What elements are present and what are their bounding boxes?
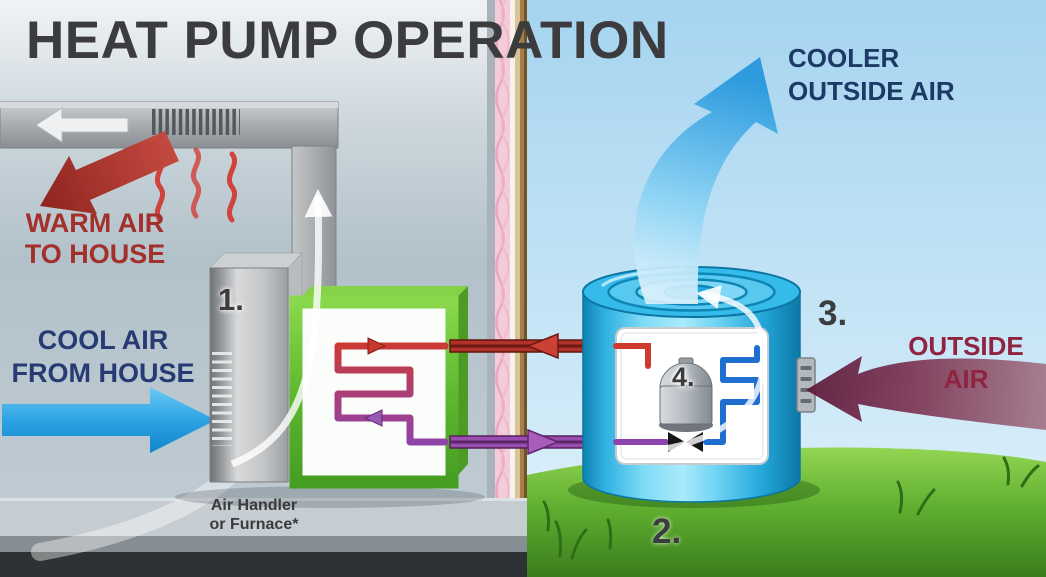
indoor-airflow-arrow-icon — [230, 189, 333, 468]
warm-air-line1: WARM AIR — [25, 208, 165, 238]
cold-flow-arrow-icon — [363, 409, 383, 427]
air-handler-shadow — [175, 486, 485, 508]
step-marker-compressor: 4. — [672, 362, 695, 392]
outside-air-line1: OUTSIDE — [908, 331, 1024, 361]
air-handler-caption-line2: or Furnace* — [209, 516, 299, 533]
airflow-arrows — [230, 189, 768, 468]
grass-blades — [542, 456, 1040, 560]
outside-air-line2: AIR — [943, 364, 989, 394]
hot-flow-arrow-icon — [367, 337, 387, 355]
compressor — [659, 357, 713, 432]
outdoor-airflow-arrow-icon — [623, 285, 768, 455]
refrigerant-lines — [449, 332, 603, 456]
cooler-outside-air-label: COOLER OUTSIDE AIR — [788, 42, 955, 108]
air-handler-unit — [209, 252, 303, 483]
indoor-coil-box — [289, 286, 468, 489]
cooler-outside-air-arrow-icon — [634, 57, 778, 304]
cool-air-label: COOL AIR FROM HOUSE — [2, 324, 204, 390]
step-marker-air-handler: 1. — [218, 282, 244, 317]
step-marker-outdoor-unit: 2. — [652, 512, 682, 551]
outside-air-arrow-icon — [806, 356, 1046, 430]
insulation-squiggle — [500, 0, 510, 561]
page-title: HEAT PUMP OPERATION — [26, 11, 669, 70]
air-handler-caption-line1: Air Handler — [210, 497, 298, 514]
indoor-coil — [334, 342, 449, 446]
supply-duct — [0, 101, 339, 223]
duct-flow-arrow-icon — [35, 107, 129, 143]
cooler-outside-air-line1: COOLER — [788, 43, 900, 73]
cool-air-arrow-icon — [2, 387, 216, 453]
warm-air-arrow-icon — [40, 131, 179, 214]
cool-air-line2: FROM HOUSE — [11, 358, 195, 388]
outdoor-unit — [582, 266, 816, 503]
cold-line-arrow-icon — [527, 428, 561, 456]
air-handler-caption: Air Handler or Furnace* — [176, 496, 332, 534]
outside-air-inlet — [796, 357, 816, 413]
hot-line-arrow-icon — [525, 332, 559, 360]
warm-air-line2: TO HOUSE — [24, 239, 166, 269]
cool-air-line1: COOL AIR — [37, 325, 169, 355]
cooler-outside-air-line2: OUTSIDE AIR — [788, 76, 955, 106]
outside-air-label: OUTSIDE AIR — [896, 330, 1036, 396]
warm-air-label: WARM AIR TO HOUSE — [4, 208, 186, 270]
step-marker-fan-coil: 3. — [818, 294, 848, 333]
wall-cross-section — [487, 0, 527, 561]
